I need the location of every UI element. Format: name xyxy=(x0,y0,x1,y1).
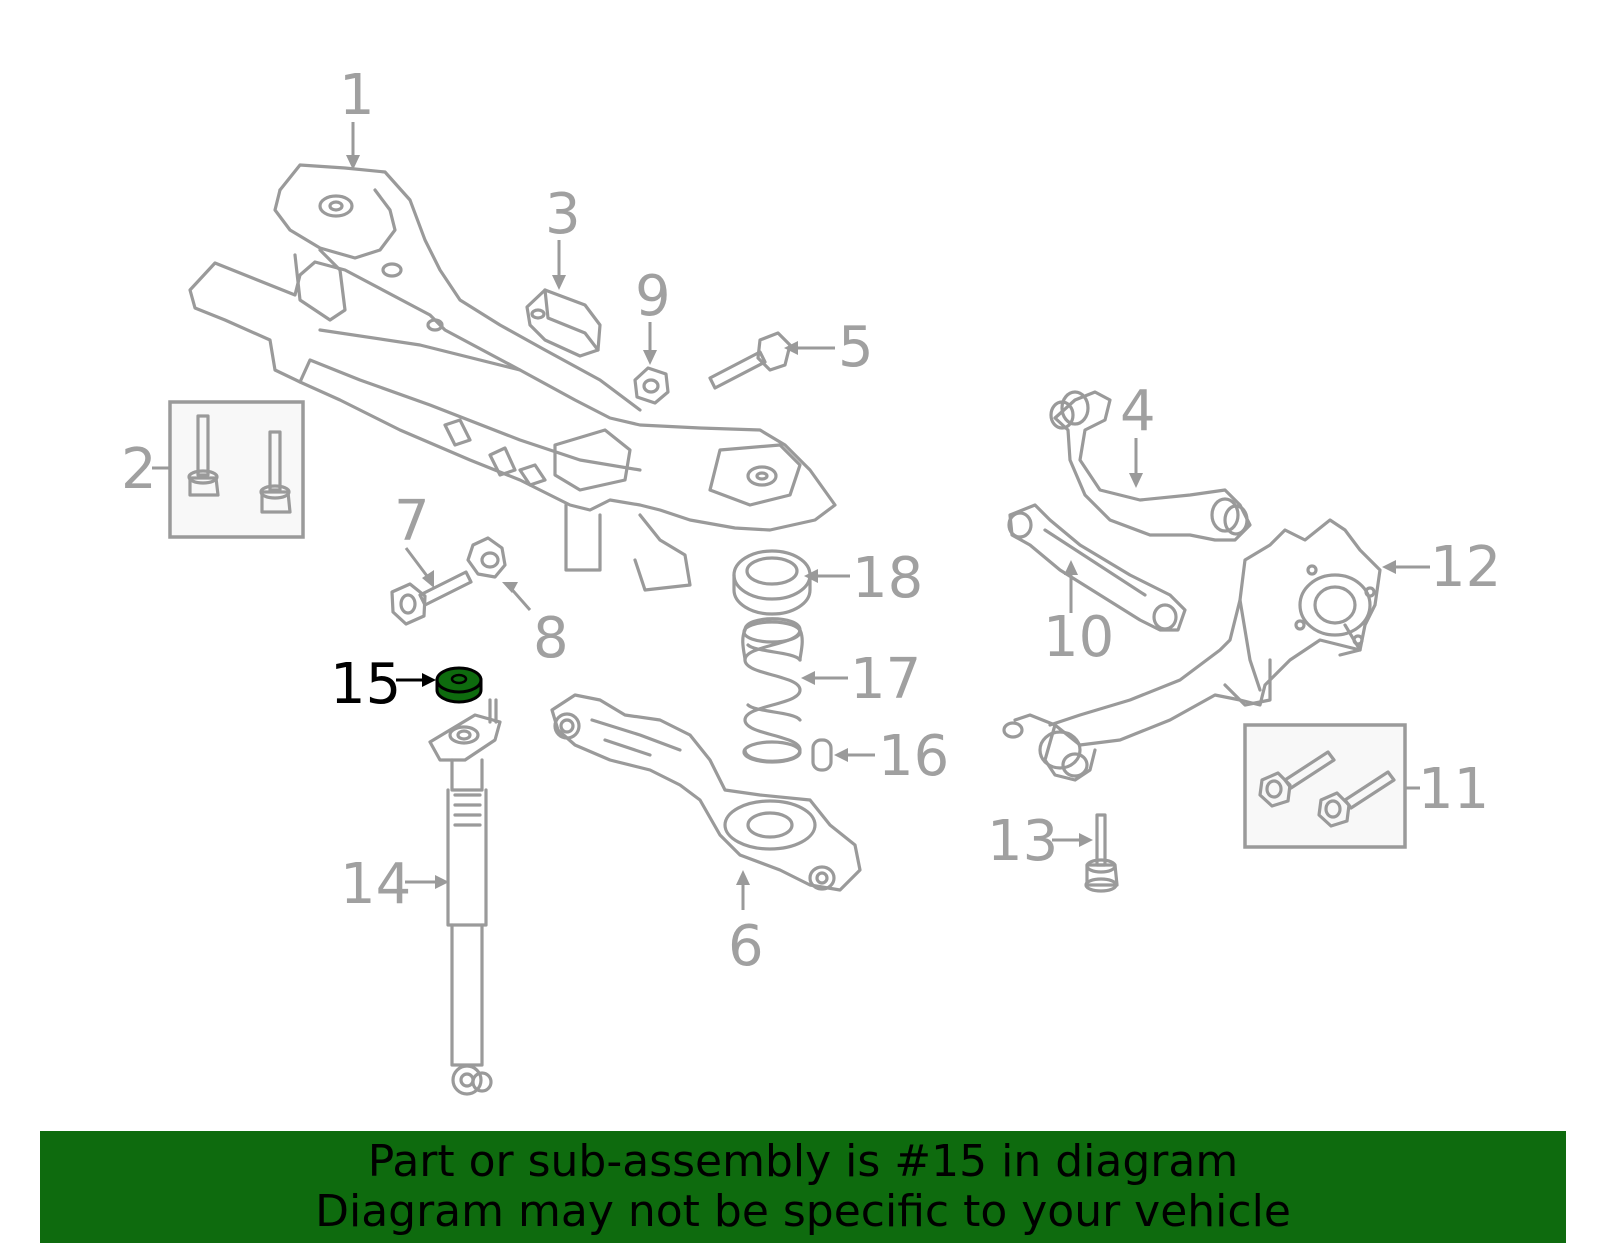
part-8-washer xyxy=(466,536,507,579)
info-banner: Part or sub-assembly is #15 in diagram D… xyxy=(40,1131,1566,1243)
callout-14: 14 xyxy=(340,852,411,917)
leader-lines xyxy=(152,122,1430,910)
part-10-lateral-link xyxy=(1007,503,1187,632)
part-12-knuckle xyxy=(1002,518,1382,782)
part-16-bump-stop xyxy=(811,738,833,772)
part-3-bracket xyxy=(525,288,602,358)
part-6-lower-arm xyxy=(550,693,862,892)
banner-line-disclaimer: Diagram may not be specific to your vehi… xyxy=(315,1186,1291,1237)
part-9-nut xyxy=(633,366,670,405)
callout-8: 8 xyxy=(533,606,569,671)
callout-2: 2 xyxy=(121,437,157,502)
part-4-upper-arm xyxy=(1049,390,1252,542)
part-14-shock-absorber xyxy=(428,698,502,1096)
callout-17: 17 xyxy=(850,647,921,712)
callout-12: 12 xyxy=(1430,535,1501,600)
part-2-bolt-kit xyxy=(168,400,305,539)
callout-16: 16 xyxy=(878,724,949,789)
callout-3: 3 xyxy=(545,182,581,247)
callout-labels: 1 2 3 4 5 6 7 8 9 10 11 12 13 14 15 16 1… xyxy=(121,63,1501,979)
callout-5: 5 xyxy=(838,315,874,380)
part-1-subframe xyxy=(188,163,837,592)
callout-13: 13 xyxy=(987,809,1058,874)
part-18-spring-seat xyxy=(732,549,812,616)
part-7-bolt xyxy=(390,570,473,626)
part-13-stud-bolt xyxy=(1084,813,1119,893)
callout-4: 4 xyxy=(1120,379,1156,444)
callout-6: 6 xyxy=(728,914,764,979)
callout-18: 18 xyxy=(852,546,923,611)
callout-7: 7 xyxy=(394,489,430,554)
callout-10: 10 xyxy=(1043,605,1114,670)
banner-line-part-number: Part or sub-assembly is #15 in diagram xyxy=(367,1136,1239,1187)
part-17-coil-spring xyxy=(741,617,804,764)
callout-1: 1 xyxy=(339,63,375,128)
part-15-bushing-highlighted xyxy=(435,666,483,704)
callout-11: 11 xyxy=(1418,757,1489,822)
part-11-bolt-kit xyxy=(1243,723,1407,849)
callout-9: 9 xyxy=(635,264,671,329)
part-5-bolt xyxy=(708,331,792,390)
callout-15-highlighted: 15 xyxy=(330,652,401,717)
